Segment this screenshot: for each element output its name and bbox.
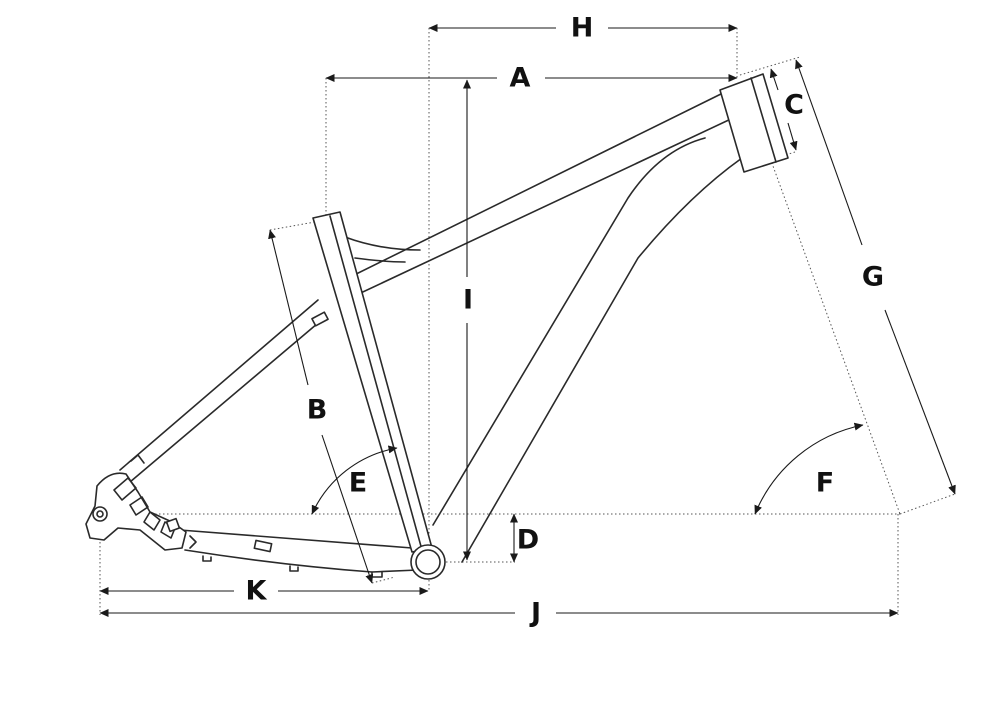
label-E: E [349, 468, 367, 499]
dropout-brake-mount [113, 477, 149, 516]
seat-tube-badge [311, 311, 329, 327]
label-F: F [816, 468, 834, 499]
steering-axis-extension [757, 124, 901, 515]
seat-tube-bottom-extension [371, 576, 396, 584]
seat-stay-upper [119, 299, 319, 471]
label-C: C [784, 90, 804, 121]
rear-axle-inner [96, 510, 104, 518]
chainstay-chevron [189, 535, 197, 549]
dim-C-line-top [769, 68, 779, 91]
bottom-bracket-inner [415, 549, 441, 575]
dim-F-arc [754, 422, 864, 515]
dim-G-line-bottom [884, 309, 956, 495]
dim-B-line-top [268, 229, 309, 386]
seat-stay-lower [129, 317, 325, 483]
top-tube-upper [339, 91, 726, 283]
label-J: J [529, 598, 541, 629]
seat-tube [312, 211, 433, 553]
chain-stay-lower [184, 549, 419, 573]
fork-axis-extension [899, 493, 956, 515]
dimension-labels: H A C G I B E F D K J [246, 13, 885, 629]
label-A: A [510, 63, 531, 94]
seat-tube-top-extension [269, 219, 327, 231]
down-tube-lower [461, 157, 743, 563]
label-D: D [517, 525, 539, 556]
chain-stay-upper [179, 529, 413, 549]
seatstay-chevron [130, 454, 145, 464]
chainstay-decal [253, 539, 273, 553]
head-tube-top-extension [739, 56, 801, 76]
chainstay-mount-2 [289, 565, 299, 572]
label-I: I [463, 285, 473, 316]
seat-tube-gusset [344, 236, 421, 263]
label-H: H [571, 13, 594, 44]
dim-B-line-bottom [321, 434, 374, 584]
label-G: G [862, 262, 884, 293]
down-tube-upper [432, 137, 706, 526]
seat-tube-inner-line [329, 215, 423, 551]
top-tube-lower [349, 117, 734, 299]
dropout-plug [165, 517, 181, 533]
head-tube-inner-line [750, 77, 777, 163]
bike-frame [85, 73, 789, 580]
dim-G-line-top [795, 59, 863, 246]
dimension-lines [99, 24, 956, 617]
rear-axle [92, 506, 108, 522]
dim-C-line-bottom [787, 122, 798, 151]
dim-E-arc [311, 445, 398, 515]
chainstay-mount-1 [202, 555, 212, 562]
label-B: B [307, 395, 328, 426]
label-K: K [246, 576, 268, 607]
chainstay-mount-3 [371, 571, 383, 578]
